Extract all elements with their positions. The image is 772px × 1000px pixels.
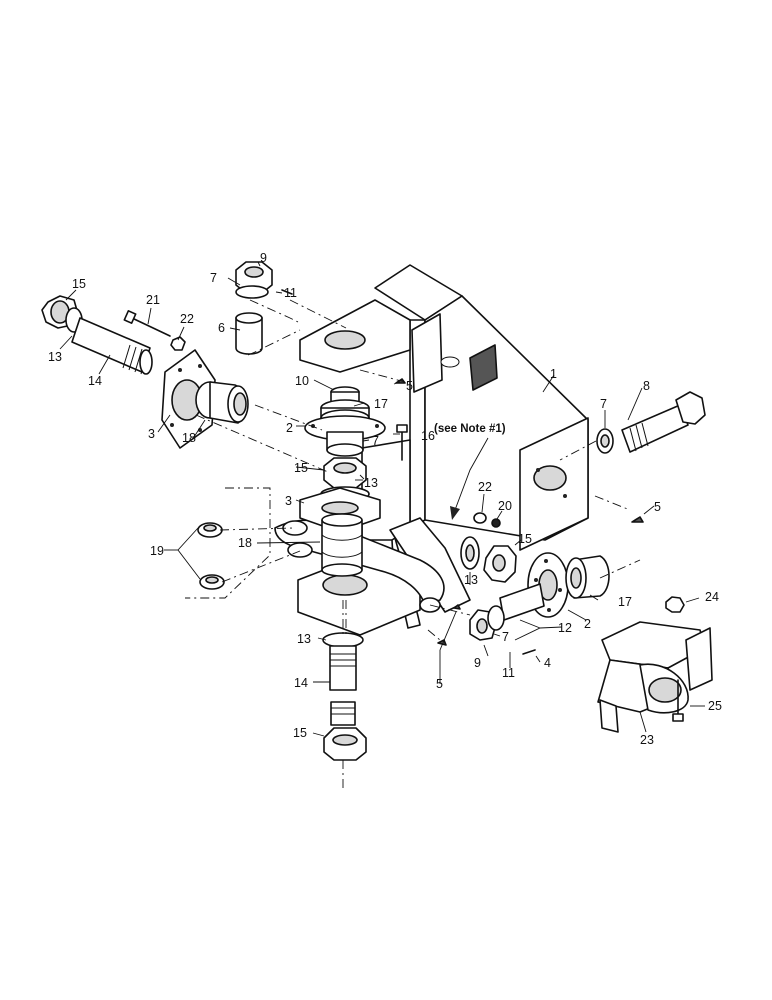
callout-12: 12 xyxy=(558,621,572,635)
callout-7-right: 7 xyxy=(600,397,607,411)
callout-9-top: 9 xyxy=(260,251,267,265)
callout-24: 24 xyxy=(705,590,719,604)
callout-14-lower: 14 xyxy=(294,676,308,690)
callout-17-top: 17 xyxy=(374,397,388,411)
callout-9-lower: 9 xyxy=(474,656,481,670)
callout-18-left: 18 xyxy=(182,431,196,445)
callout-7-centre: 7 xyxy=(372,434,379,448)
callout-4: 4 xyxy=(544,656,551,670)
upper-pivot-pin-assembly xyxy=(41,295,249,449)
callout-20: 20 xyxy=(498,499,512,513)
grease-caps xyxy=(197,522,225,590)
leader-lines xyxy=(59,261,705,737)
callout-15-lower: 15 xyxy=(293,726,307,740)
callout-6: 6 xyxy=(218,321,225,335)
callout-5-right: 5 xyxy=(654,500,661,514)
note-label: (see Note #1) xyxy=(434,423,506,435)
callout-15-right: 15 xyxy=(518,532,532,546)
callout-7-top: 7 xyxy=(210,271,217,285)
callout-3-left: 3 xyxy=(148,427,155,441)
callout-11-lower: 11 xyxy=(502,666,515,680)
phantom-lines xyxy=(185,299,641,641)
callout-13-centre: 13 xyxy=(364,476,378,490)
top-nut-and-sleeve xyxy=(235,261,293,355)
callout-13-right: 13 xyxy=(464,573,478,587)
callout-7-lower: 7 xyxy=(502,630,509,644)
callout-19: 19 xyxy=(150,544,164,558)
callout-25: 25 xyxy=(708,699,722,713)
callout-15-centre: 15 xyxy=(294,461,308,475)
callout-18-centre: 18 xyxy=(238,536,252,550)
callout-13-left: 13 xyxy=(48,350,62,364)
callout-5-lower: 5 xyxy=(436,677,443,691)
callout-10: 10 xyxy=(295,374,309,388)
right-bolt-assembly xyxy=(596,391,706,454)
callout-1: 1 xyxy=(550,367,557,381)
callout-5-upper: 5 xyxy=(406,379,413,393)
callout-labels: (see Note #1) 1 2 2 3 3 4 5 5 5 6 7 7 7 … xyxy=(48,251,722,747)
callout-21: 21 xyxy=(146,293,160,307)
callout-22-right: 22 xyxy=(478,480,492,494)
callout-2-upper: 2 xyxy=(286,421,293,435)
callout-22-left: 22 xyxy=(180,312,194,326)
steering-bracket xyxy=(597,596,713,733)
callout-23: 23 xyxy=(640,733,654,747)
callout-15-left: 15 xyxy=(72,277,86,291)
callout-14-left: 14 xyxy=(88,374,102,388)
callout-8: 8 xyxy=(643,379,650,393)
callout-3-centre: 3 xyxy=(285,494,292,508)
right-hub-assembly xyxy=(395,378,644,655)
callout-13-lower: 13 xyxy=(297,632,311,646)
callout-11-top: 11 xyxy=(284,286,297,300)
callout-17-right: 17 xyxy=(618,595,632,609)
lower-pivot-pin xyxy=(322,600,367,788)
callout-16: 16 xyxy=(421,429,435,443)
kingpin-stack xyxy=(299,386,386,577)
callout-2-right: 2 xyxy=(584,617,591,631)
